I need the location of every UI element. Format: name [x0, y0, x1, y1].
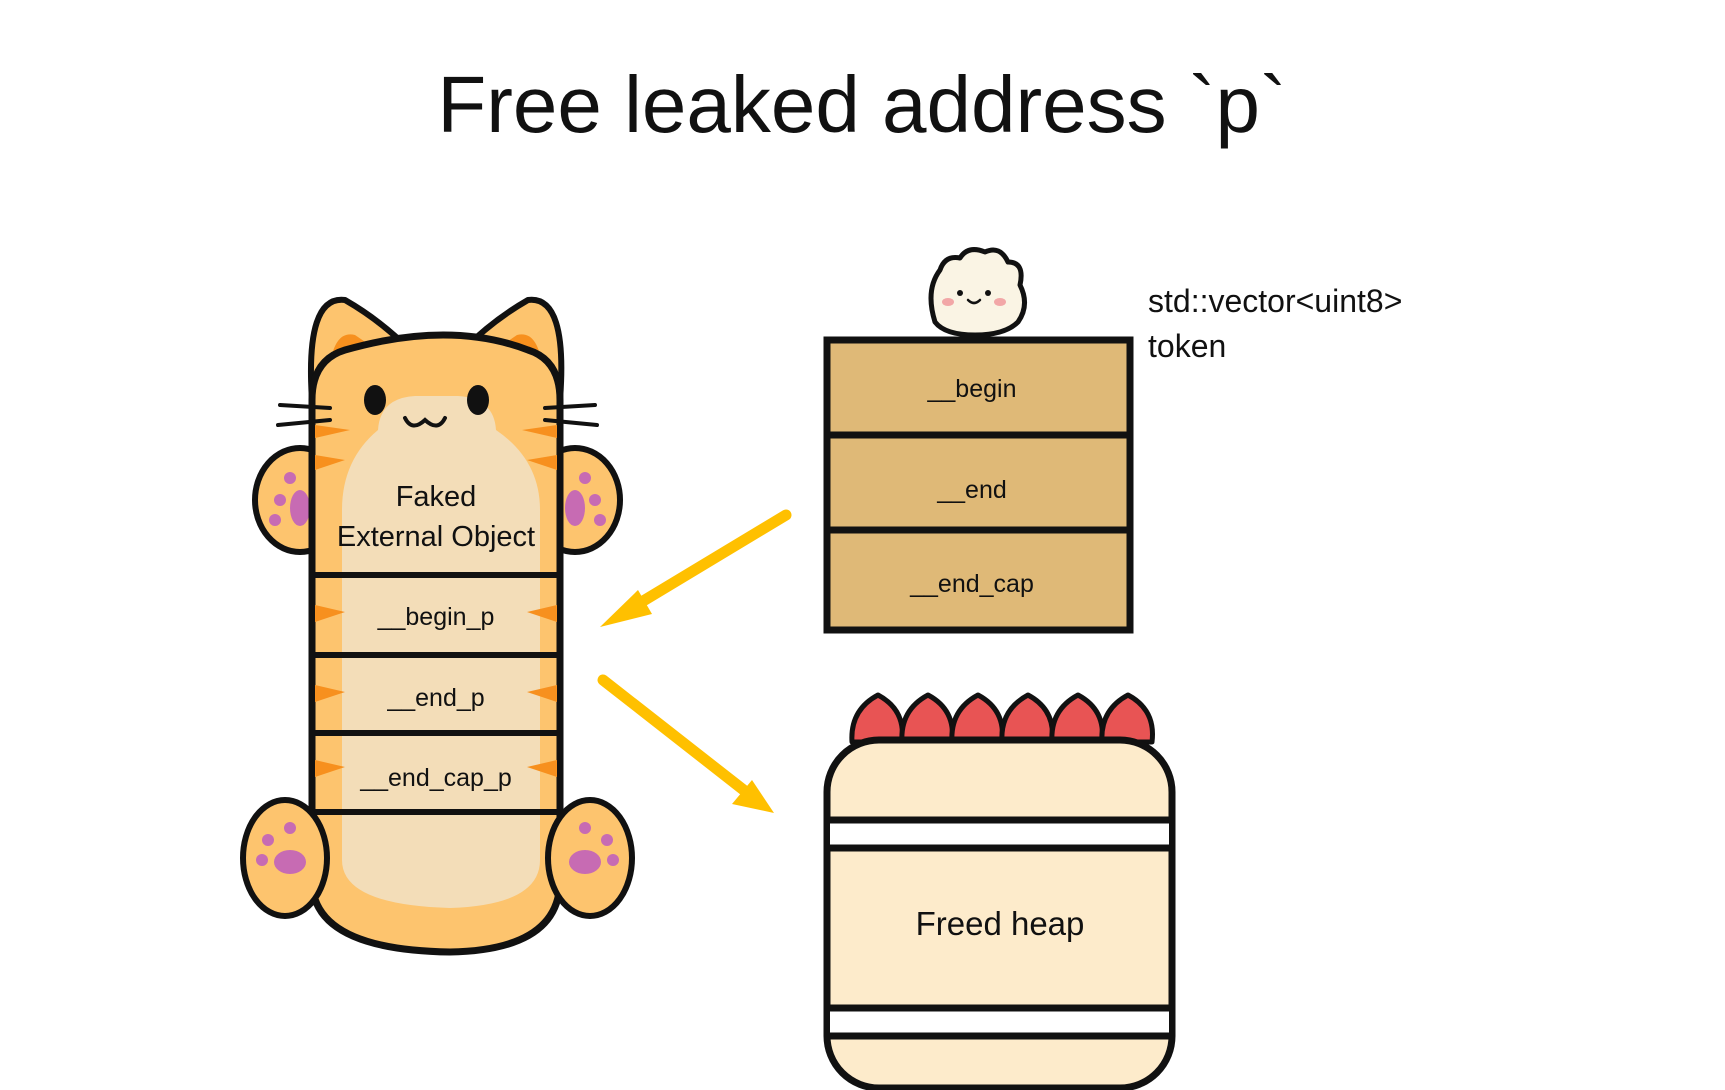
- cat-field-begin-p: __begin_p: [377, 603, 495, 631]
- freed-heap-label: Freed heap: [916, 905, 1085, 942]
- vector-label-line2: token: [1148, 328, 1226, 364]
- cat-mouth: [403, 416, 447, 428]
- vector-label-line1: std::vector<uint8>: [1148, 283, 1402, 319]
- freed-heap-cake: Freed heap: [823, 692, 1176, 1090]
- vector-field-begin-label: __begin: [927, 375, 1017, 403]
- cat-field-end-p: __end_p: [386, 684, 484, 712]
- cat-left-eye: [364, 385, 386, 415]
- arrow-cat-to-heap: [597, 674, 774, 813]
- faked-external-object-cat: Faked External Object __begin_p __end_p …: [240, 296, 635, 956]
- vector-field-end: [823, 431, 1134, 534]
- vector-field-end-label: __end: [936, 476, 1007, 504]
- vector-field-begin: [823, 336, 1134, 439]
- vector-field-end-cap: [823, 526, 1134, 634]
- cat-stripes: [315, 425, 557, 777]
- cat-label-line2: External Object: [337, 521, 535, 553]
- cat-right-eye: [467, 385, 489, 415]
- cat-field-end-cap-p: __end_cap_p: [359, 764, 512, 792]
- slide-title: Free leaked address `p`: [437, 60, 1286, 149]
- arrow-vector-to-cat: [600, 509, 792, 627]
- vector-field-end-cap-label: __end_cap: [909, 570, 1034, 598]
- cat-whiskers: [276, 403, 599, 427]
- dumpling-icon: [928, 247, 1027, 338]
- vector-token: __begin __end __end_cap std::vector<uint…: [823, 247, 1402, 634]
- strawberries: [849, 692, 1155, 745]
- cat-label-line1: Faked: [396, 481, 477, 513]
